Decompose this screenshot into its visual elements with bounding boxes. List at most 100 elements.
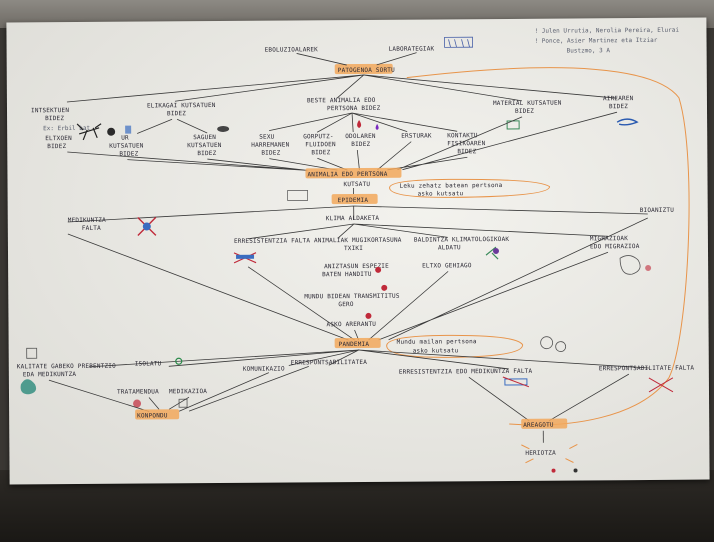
sun-burst-icon [521, 444, 578, 464]
node-medikuntza-falta: MEDIKUNTZA [68, 217, 106, 224]
orange-margin-curve [406, 67, 690, 426]
node-animaliak: ANIMALIAK MUGIKORTASUNA [314, 237, 402, 245]
authors-line-2: ! Ponce, Asier Martinez eta Itziar [535, 37, 658, 45]
svg-text:BIDEZ: BIDEZ [351, 141, 370, 148]
lab-icon [444, 36, 473, 48]
node-gorputz: GORPUTZ- [303, 133, 334, 140]
mouse-icon [217, 125, 230, 132]
node-ersturak: ERSTURAK [401, 132, 432, 139]
svg-text:ELTXOEN: ELTXOEN [45, 135, 72, 142]
node-erresistentzia-edo-medikuntza: ERRESISTENTZIA EDO MEDIKUNTZA FALTA [399, 368, 533, 376]
highlight-pandemia [334, 337, 381, 349]
water-glass-icon [107, 125, 132, 136]
node-epidemia: EPIDEMIA [338, 197, 369, 204]
crossed-syringe-icon [233, 252, 257, 264]
crossed-group-icon [648, 377, 674, 393]
node-beste-animalia: BESTE ANIMALIA EDO [307, 97, 376, 104]
svg-text:BATEN HANDITU: BATEN HANDITU [322, 271, 372, 278]
node-intsektuen: INTSEKTUEN [31, 107, 69, 114]
authors-note: ! Julen Urrutia, Nerolia Pereira, Elurai… [534, 27, 679, 55]
node-odolaren: ODOLAREN [345, 133, 376, 140]
node-konpondu: KONPONDU [137, 412, 168, 419]
svg-text:EDA MEDIKUNTZA: EDA MEDIKUNTZA [23, 371, 77, 378]
svg-text:BIDEZ: BIDEZ [47, 143, 66, 150]
svg-text:BIDEZ: BIDEZ [515, 108, 534, 115]
node-kontaktu: KONTAKTU [447, 132, 478, 139]
highlight-epidemia [331, 193, 378, 205]
node-erresponts-falta: ERRESPONTSABILITATE FALTA [599, 365, 695, 373]
pandemia-note-bubble [386, 334, 524, 358]
svg-text:FISIKOAREN: FISIKOAREN [447, 140, 485, 147]
node-heriotza: HERIOTZA [525, 450, 556, 457]
authors-line-3: Bustzmo, 3 A [567, 47, 611, 54]
epidemia-note: Leku zehatz batean pertsona [400, 182, 503, 190]
node-ur: UR [121, 135, 129, 142]
svg-text:KUTSATUEN: KUTSATUEN [109, 142, 144, 149]
edges-to-kutsatu [67, 111, 618, 171]
svg-text:BIDEZ: BIDEZ [457, 148, 476, 155]
node-patogenoa-sortu: PATOGENOA SORTU [338, 67, 395, 74]
svg-text:BIDEZ: BIDEZ [261, 150, 280, 157]
svg-text:TXIKI: TXIKI [344, 245, 363, 252]
sad-face-icon [540, 336, 567, 352]
no-medicine-icon [137, 216, 157, 237]
cup-icon [20, 347, 38, 395]
edges-top [296, 52, 417, 66]
node-baldintza: BALDINTZA KLIMATOLOGIKOAK [414, 236, 510, 244]
node-tratamendua: TRATAMENDUA [117, 388, 159, 395]
node-airea: AIREAREN [603, 95, 634, 102]
node-isolatu: ISOLATU [135, 360, 162, 367]
epidemia-note-bubble [389, 178, 551, 198]
svg-text:FALTA: FALTA [82, 225, 101, 232]
node-asko-arerantu: ASKO ARERANTU [326, 321, 376, 328]
highlight-konpondu [135, 409, 180, 420]
bottom-marks [551, 468, 578, 473]
authors-line-1: ! Julen Urrutia, Nerolia Pereira, Elurai [534, 27, 679, 35]
svg-text:FLUIDOEN: FLUIDOEN [305, 141, 336, 148]
insect-icon [485, 246, 500, 260]
mosquito-icon [76, 123, 102, 141]
highlight-patogeno [334, 63, 393, 75]
svg-text:asko kutsatu: asko kutsatu [413, 347, 459, 354]
node-animalia-edo-pertsona: ANIMALIA EDO PERTSONA [307, 171, 387, 179]
node-aniztasun: ANIZTASUN ESPEZIE [324, 263, 389, 270]
node-bioaniztu: BIOANIZTU [640, 207, 675, 214]
highlight-animalia-kutsatu [305, 167, 402, 179]
node-erresistentzia-falta: ERRESISTENTZIA FALTA [234, 237, 310, 245]
svg-text:EDO MIGRAZIOA: EDO MIGRAZIOA [590, 243, 640, 250]
node-klima-aldaketa: KLIMA ALDAKETA [326, 215, 380, 222]
node-eltxo-gehiago: ELTXO GEHIAGO [422, 262, 472, 269]
people-icon [287, 189, 308, 201]
concept-map: ! Julen Urrutia, Nerolia Pereira, Elurai… [17, 27, 695, 473]
pandemia-note: Mundu mailan pertsona [397, 338, 477, 346]
node-kutsatu: KUTSATU [344, 181, 371, 188]
node-medikazioa: MEDIKAZIOA [169, 388, 207, 395]
node-eboluzioa: EBOLUZIOALAREK [265, 46, 319, 53]
crossed-pill-icon [502, 376, 530, 388]
svg-text:GERO: GERO [338, 301, 353, 308]
svg-text:PERTSONA BIDEZ: PERTSONA BIDEZ [327, 105, 381, 112]
node-mundu-bidean: MUNDU BIDEAN TRANSMITITUS [304, 293, 400, 301]
svg-text:KUTSATUEN: KUTSATUEN [187, 142, 222, 149]
svg-text:HARREMANEN: HARREMANEN [251, 141, 289, 148]
animals-icon [365, 266, 388, 319]
edges-patogeno-out [66, 74, 617, 103]
edges-to-areagotu [468, 373, 630, 422]
svg-text:BIDEZ: BIDEZ [609, 103, 628, 110]
svg-text:asko kutsatu: asko kutsatu [418, 190, 464, 197]
svg-text:Ex: Erbil bat: Ex: Erbil bat [43, 125, 90, 132]
paper-sheet: ! Julen Urrutia, Nerolia Pereira, Elurai… [6, 17, 710, 485]
map-icon [619, 255, 652, 275]
node-komunikazio: KOMUNIKAZIO [243, 366, 285, 373]
node-sexu: SEXU [259, 134, 274, 141]
node-kalitate: KALITATE GABEKO PREBENTZIO [17, 363, 116, 371]
node-pandemia: PANDEMIA [339, 341, 370, 348]
svg-text:BIDEZ: BIDEZ [311, 149, 330, 156]
svg-text:BIDEZ: BIDEZ [197, 150, 216, 157]
highlight-areagotu [521, 418, 568, 429]
blood-drop-icon [357, 119, 379, 130]
node-laborategiak: LABORATEGIAK [389, 45, 435, 52]
magnifier-icon [175, 357, 183, 365]
edges-to-pandemia [67, 217, 648, 341]
node-areagotu: AREAGOTU [523, 422, 554, 429]
